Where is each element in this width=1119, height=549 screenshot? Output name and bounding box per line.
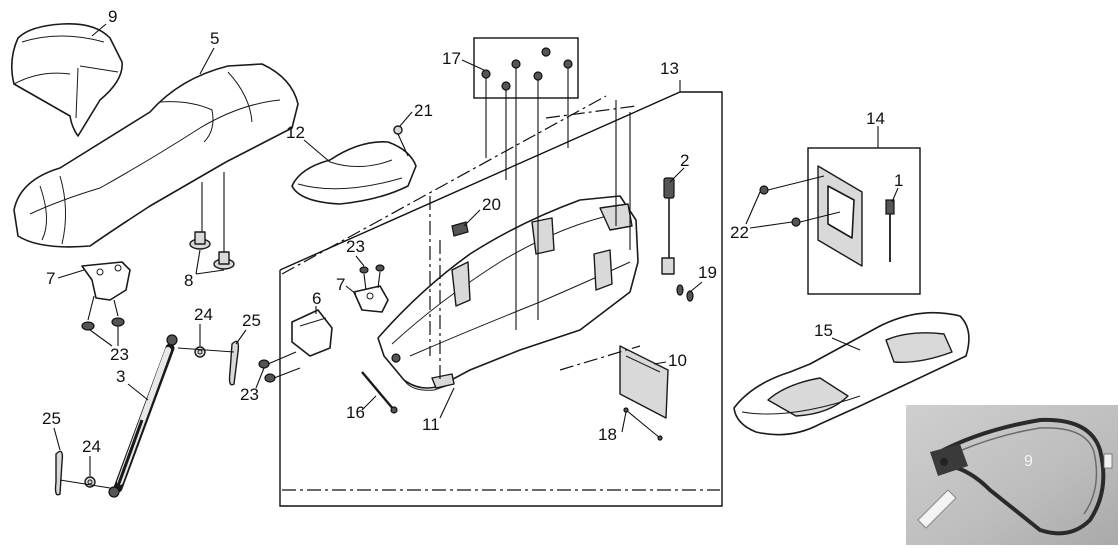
callout-6: 6 [312, 289, 321, 308]
part-11-helmet-box [377, 195, 639, 391]
callout-20: 20 [482, 195, 501, 214]
part-15-floor-panel [733, 311, 970, 436]
callout-9: 9 [108, 7, 117, 26]
callout-2: 2 [680, 151, 689, 170]
callout-labels: 9 5 12 21 17 13 2 20 14 1 22 23 7 7 8 6 … [42, 7, 903, 476]
callout-25-upper: 25 [242, 311, 261, 330]
callout-22: 22 [730, 223, 749, 242]
callout-23-center: 23 [346, 237, 365, 256]
part-19-clips [676, 284, 694, 302]
part-7-bracket-left [81, 261, 131, 331]
callout-1: 1 [894, 171, 903, 190]
part-9-backrest [10, 22, 123, 137]
callout-12: 12 [286, 123, 305, 142]
callout-18: 18 [598, 425, 617, 444]
callout-24-lower: 24 [82, 437, 101, 456]
callout-10: 10 [668, 351, 687, 370]
part-10-panel [619, 345, 669, 441]
part-24-25-lower [54, 450, 111, 496]
part-13-group-outline [279, 91, 723, 507]
callout-16: 16 [346, 403, 365, 422]
callout-14: 14 [866, 109, 885, 128]
part-16-pin [361, 371, 398, 414]
callout-19: 19 [698, 263, 717, 282]
callout-23-left: 23 [110, 345, 129, 364]
part-2-switch [661, 177, 675, 275]
part-14-hook-group [759, 147, 921, 295]
part-5-seat [13, 63, 299, 248]
callout-17: 17 [442, 49, 461, 68]
callout-21: 21 [414, 101, 433, 120]
part-6-bracket [258, 309, 333, 383]
callout-15: 15 [814, 321, 833, 340]
part-7-bracket-center [353, 264, 389, 313]
callout-7-left: 7 [46, 269, 55, 288]
callout-24-upper: 24 [194, 305, 213, 324]
part-8-bolts [189, 172, 235, 270]
inset-mark: 9 [1024, 453, 1033, 470]
callout-5: 5 [210, 29, 219, 48]
part-24-25-upper [177, 340, 240, 386]
callout-8: 8 [184, 271, 193, 290]
callout-13: 13 [660, 59, 679, 78]
callout-25-lower: 25 [42, 409, 61, 428]
callout-23-center-low: 23 [240, 385, 259, 404]
callout-3: 3 [116, 367, 125, 386]
part-17-screws [473, 37, 579, 99]
callout-11: 11 [422, 415, 440, 434]
inset-photo: 9 [906, 405, 1118, 545]
part-12-lid [291, 125, 417, 205]
part-3-gas-strut [108, 334, 178, 498]
callout-7-center: 7 [336, 275, 345, 294]
screw-leader-lines [485, 68, 631, 330]
